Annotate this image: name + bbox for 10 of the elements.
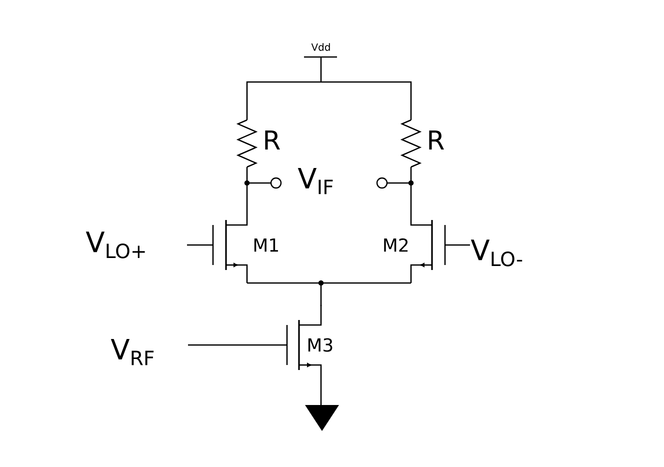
transistor-label: M2 bbox=[384, 238, 408, 252]
signal-label: V$_{RF}$ bbox=[110, 338, 154, 366]
signal-label: V$_{LO+}$ bbox=[86, 232, 145, 258]
signal-label: V$_{IF}$ bbox=[298, 168, 333, 194]
transistor-label: M3 bbox=[308, 338, 332, 352]
resistor-label: R bbox=[429, 130, 444, 150]
supply-label: Vdd bbox=[311, 43, 330, 51]
signal-label: V$_{LO-}$ bbox=[470, 240, 522, 266]
transistor-label: M1 bbox=[254, 238, 278, 252]
resistor-label: R bbox=[265, 130, 280, 150]
